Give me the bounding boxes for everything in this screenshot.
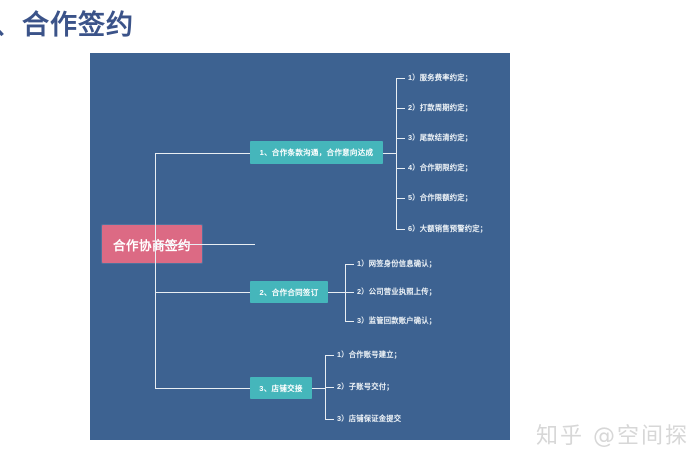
mindmap-branch-node-1[interactable]: 1、合作条款沟通，合作意向达成 xyxy=(250,141,383,164)
connector-leaf-2-3 xyxy=(345,321,354,322)
connector-root-spine xyxy=(155,153,156,388)
mindmap-leaf-3-2: 2）子账号交付； xyxy=(337,382,394,391)
mindmap-leaf-2-1: 1）网签身份信息确认； xyxy=(357,259,437,268)
mindmap-root-label: 合作协商签约 xyxy=(112,238,191,253)
connector-leaf-1-5 xyxy=(396,198,405,199)
mindmap-leaf-2-2: 2）公司营业执照上传； xyxy=(357,287,437,296)
mindmap-leaf-1-1: 1）服务费率约定； xyxy=(408,73,473,82)
mindmap-leaf-3-3: 3）店铺保证金提交 xyxy=(337,414,402,423)
connector-root-stub xyxy=(202,244,255,245)
mindmap-leaf-1-6: 6）大额销售预警约定； xyxy=(408,224,488,233)
connector-leaf-1-2 xyxy=(396,108,405,109)
connector-leaf-2-2 xyxy=(345,292,354,293)
connector-branch-3 xyxy=(155,388,250,389)
mindmap-branch-label-2: 2、合作合同签订 xyxy=(259,287,319,297)
mindmap-leaf-3-1: 1）合作账号建立； xyxy=(337,350,402,359)
mindmap-leaf-1-2: 2）打款周期约定； xyxy=(408,103,473,112)
mindmap-branch-label-3: 3、店铺交接 xyxy=(259,383,303,393)
connector-branch-2-stub xyxy=(328,292,345,293)
mindmap-leaf-1-3: 3）尾款结清约定； xyxy=(408,133,473,142)
watermark: 知乎 @空间探 xyxy=(536,424,689,449)
connector-leaf-2-1 xyxy=(345,264,354,265)
connector-branch-1-spine xyxy=(396,78,397,229)
connector-leaf-1-4 xyxy=(396,168,405,169)
connector-leaf-3-2 xyxy=(325,387,334,388)
connector-leaf-1-1 xyxy=(396,78,405,79)
mindmap-branch-node-3[interactable]: 3、店铺交接 xyxy=(250,377,312,399)
mindmap-leaf-1-4: 4）合作期限约定； xyxy=(408,163,473,172)
connector-branch-1-stub xyxy=(383,153,396,154)
page-title: 、合作签约 xyxy=(0,10,134,40)
connector-leaf-1-6 xyxy=(396,229,405,230)
mindmap-canvas: 合作协商签约 1、合作条款沟通，合作意向达成 1）服务费率约定； 2）打款周期约… xyxy=(90,53,510,440)
connector-leaf-3-3 xyxy=(325,419,334,420)
connector-branch-2 xyxy=(155,292,250,293)
connector-branch-1 xyxy=(155,153,250,154)
connector-branch-3-stub xyxy=(312,388,325,389)
connector-root-spine-join xyxy=(155,244,202,245)
mindmap-leaf-2-3: 3）监管回款账户确认； xyxy=(357,316,437,325)
mindmap-leaf-1-5: 5）合作限额约定； xyxy=(408,193,473,202)
connector-leaf-3-1 xyxy=(325,355,334,356)
connector-leaf-1-3 xyxy=(396,138,405,139)
mindmap-branch-label-1: 1、合作条款沟通，合作意向达成 xyxy=(259,148,374,157)
mindmap-branch-node-2[interactable]: 2、合作合同签订 xyxy=(250,281,328,303)
